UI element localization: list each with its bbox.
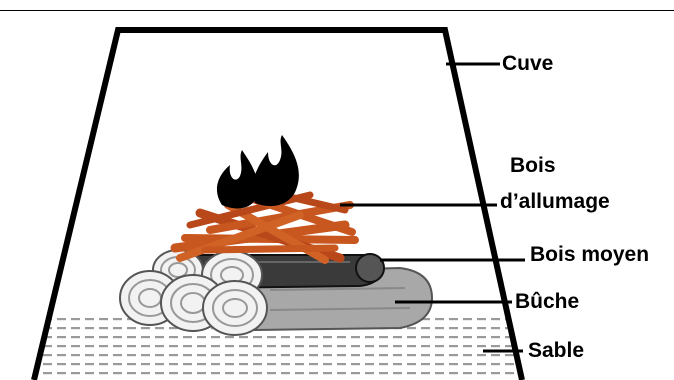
- label-sable: Sable: [528, 339, 585, 362]
- log-ends: [119, 249, 268, 336]
- label-bois-allumage-line2: d’allumage: [500, 190, 610, 213]
- label-bois-allumage-line1: Bois: [510, 154, 556, 177]
- label-cuve: Cuve: [502, 52, 554, 75]
- label-bois-moyen: Bois moyen: [530, 243, 650, 266]
- label-buche: Bûche: [515, 290, 580, 313]
- kindling-sticks: [170, 186, 359, 264]
- flame-icon: [216, 135, 299, 209]
- log-end-5: [202, 280, 268, 336]
- top-border-line: [0, 10, 674, 11]
